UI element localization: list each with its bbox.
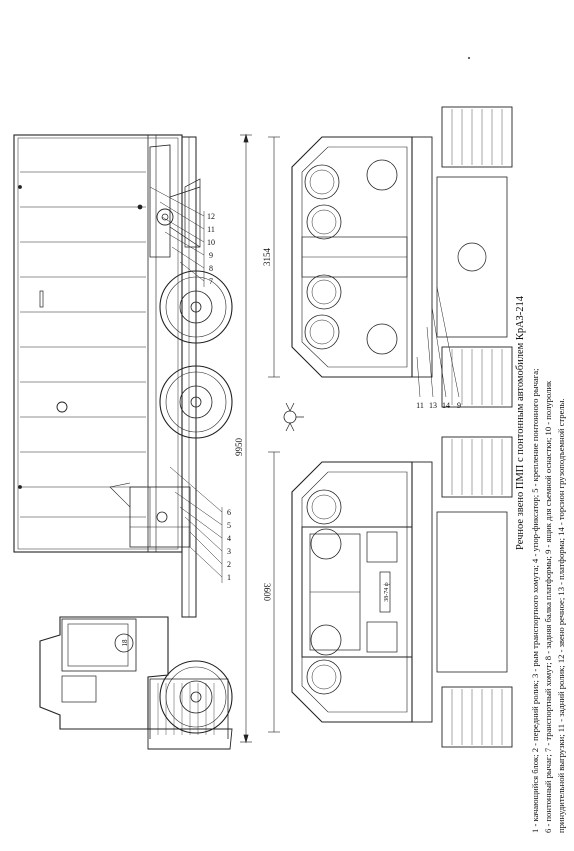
caption-line-2: 6 - понтонный рычаг; 7 - транспортный хо… xyxy=(543,380,553,833)
caption-line-3: принудительной выгрузки; 11 - задний рол… xyxy=(556,398,566,833)
callout-number: 2 xyxy=(227,560,231,569)
top-width-dimension: 3154 xyxy=(262,136,280,378)
callout-number: 7 xyxy=(209,277,213,286)
callout-number: 11 xyxy=(416,401,424,410)
callout-number: 8 xyxy=(209,264,213,273)
chassis-frame xyxy=(181,136,197,618)
callout-number: 5 xyxy=(227,521,231,530)
pontoon-body xyxy=(13,134,183,553)
front-portholes xyxy=(306,489,342,695)
callout-number: 9 xyxy=(457,401,461,410)
callout-number: 6 xyxy=(227,508,231,517)
callout-number: 3 xyxy=(227,547,231,556)
scan-dot xyxy=(468,57,470,59)
callout-number: 13 xyxy=(429,401,437,410)
callout-number: 14 xyxy=(442,401,450,410)
middle-wheel xyxy=(159,365,233,439)
front-view: 3600 38-74 ф xyxy=(262,436,513,748)
top-width-label: 3154 xyxy=(262,248,272,267)
figure-title: Речное звено ПМП с понтонным автомобилем… xyxy=(515,295,526,550)
truck-cab: 18 xyxy=(39,616,169,730)
callout-number: 12 xyxy=(207,212,215,221)
pontoon-mark-cab: 18 xyxy=(121,639,129,647)
overall-length-label: 9950 xyxy=(234,438,244,457)
rear-callout-labels: 11 13 14 9 xyxy=(416,401,461,410)
side-view: 9950 xyxy=(13,133,252,750)
callout-number: 9 xyxy=(209,251,213,260)
emblem xyxy=(283,402,304,432)
loading-arm xyxy=(149,144,201,258)
callout-number: 10 xyxy=(207,238,215,247)
truck-hood xyxy=(147,678,233,750)
front-wheel xyxy=(159,660,233,734)
caption-line-1: 1 - качающийся блок; 2 - передний ролик;… xyxy=(530,369,540,833)
callout-number: 1 xyxy=(227,573,231,582)
front-mechanism xyxy=(109,482,191,548)
callout-number: 11 xyxy=(207,225,215,234)
bottom-width-dimension: 3600 xyxy=(262,451,280,733)
rear-wheel xyxy=(159,270,233,344)
side-callouts xyxy=(149,186,223,583)
callout-number: 4 xyxy=(227,534,231,543)
bottom-width-label: 3600 xyxy=(262,583,272,602)
license-plate: 38-74 ф xyxy=(383,582,390,601)
rear-view: 3154 xyxy=(262,106,513,410)
overall-length-dimension: 9950 xyxy=(234,133,252,744)
rear-portholes xyxy=(304,159,398,355)
